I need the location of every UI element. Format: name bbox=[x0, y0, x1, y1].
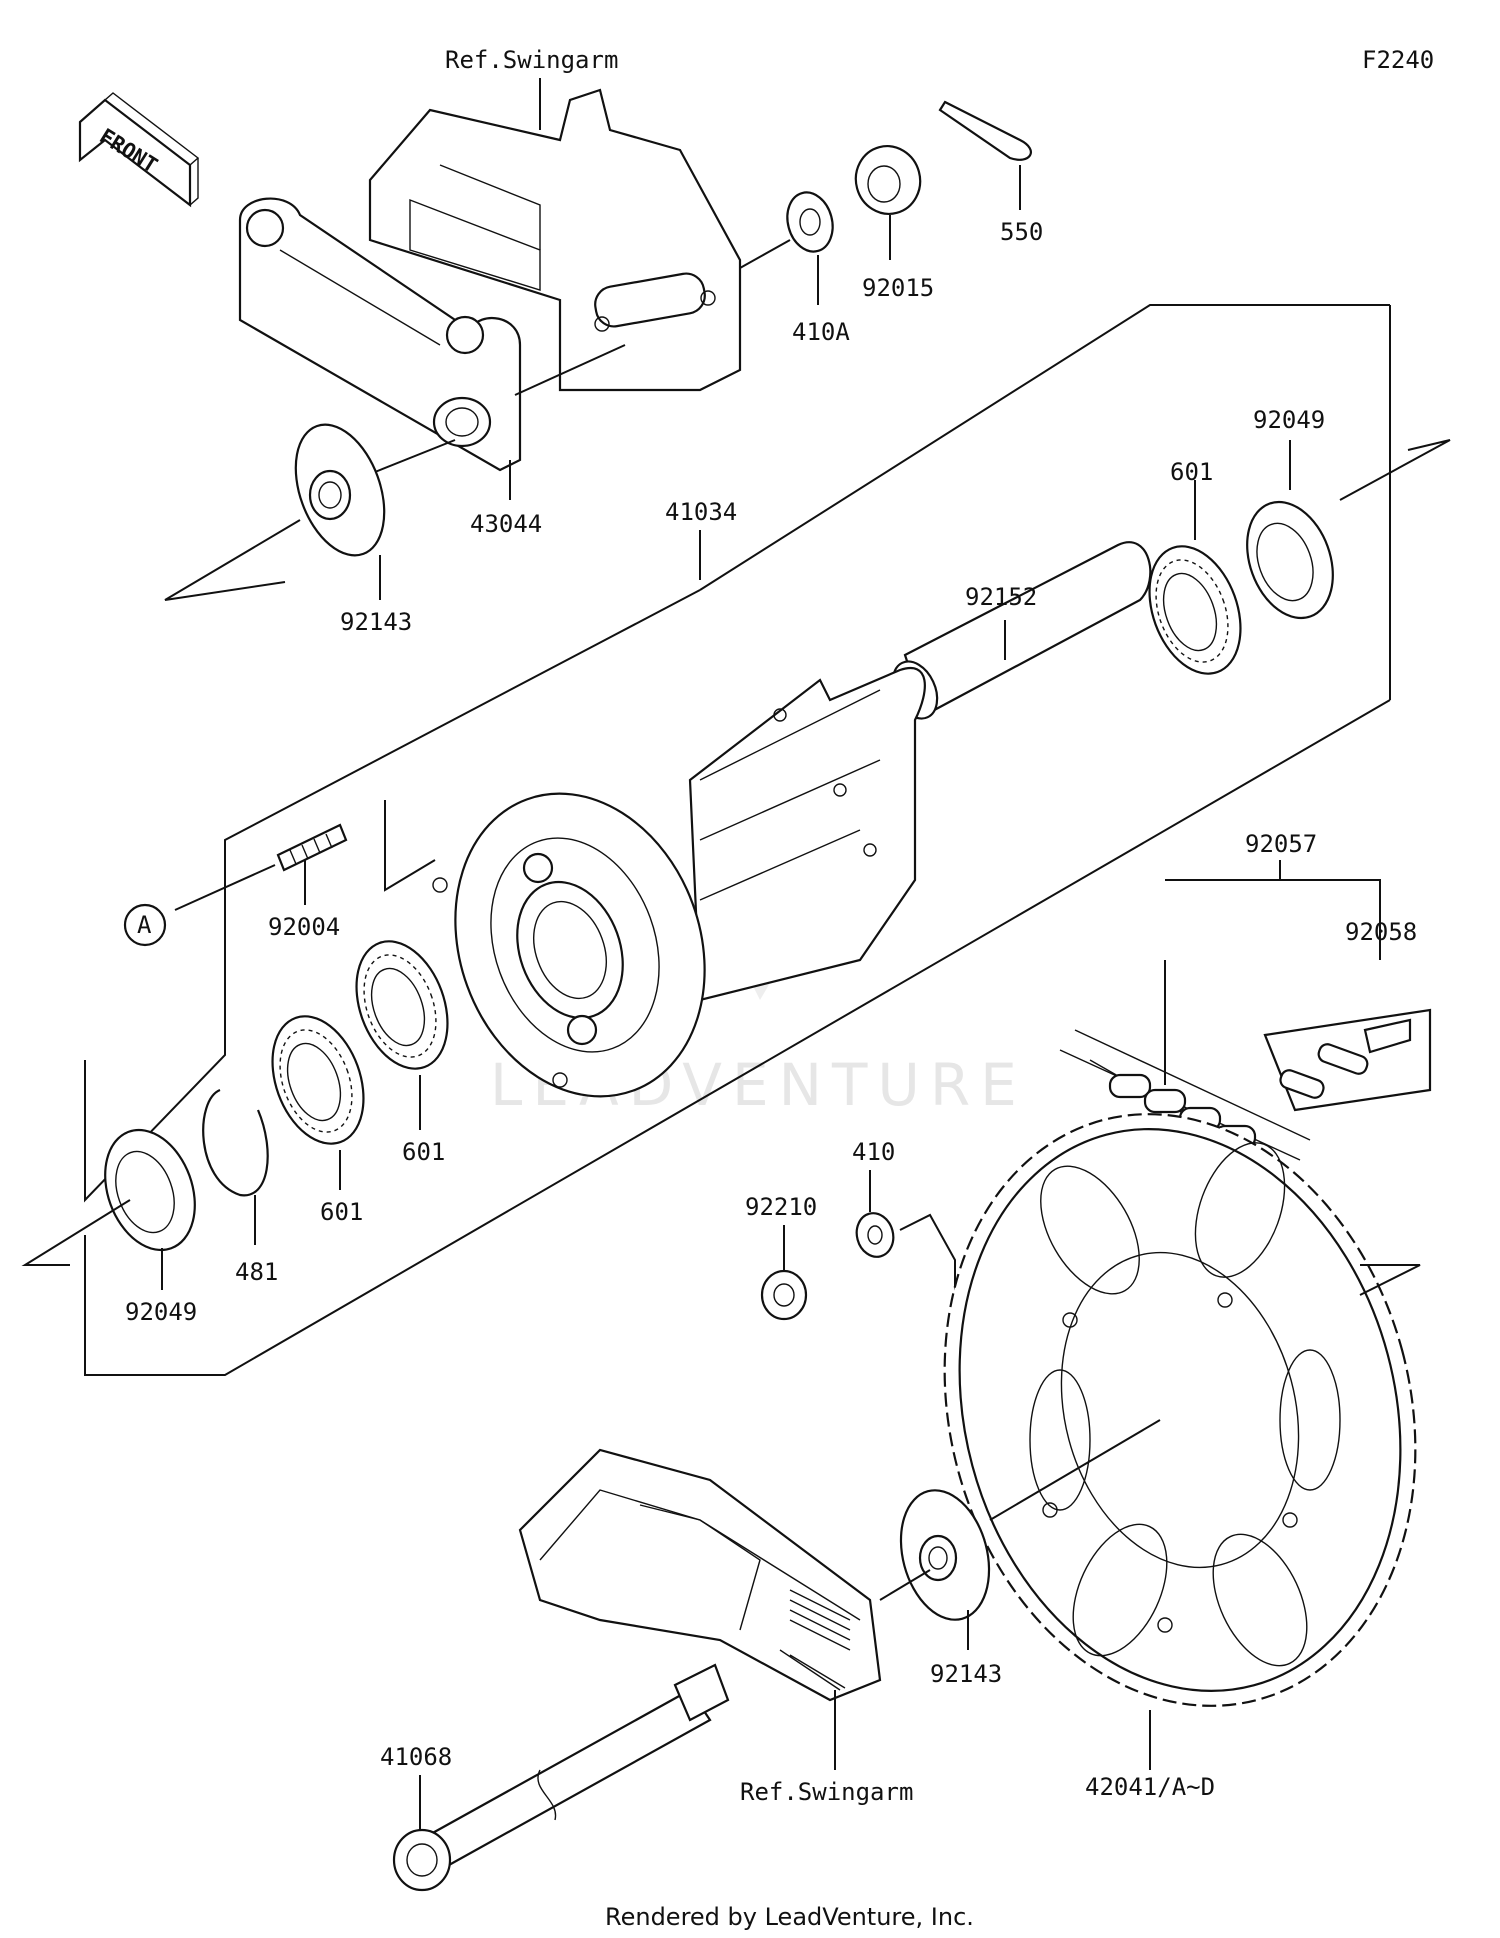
figure-code: F2240 bbox=[1362, 46, 1434, 74]
label-92143-top: 92143 bbox=[340, 608, 412, 636]
label-410A: 410A bbox=[792, 318, 850, 346]
label-41068: 41068 bbox=[380, 1743, 452, 1771]
label-92049-top: 92049 bbox=[1253, 406, 1325, 434]
rear-sprocket-42041 bbox=[943, 1113, 1417, 1707]
label-41034: 41034 bbox=[665, 498, 737, 526]
seal-92049-low bbox=[104, 1128, 196, 1252]
cotter-pin-550 bbox=[938, 100, 1032, 161]
stud-92004 bbox=[276, 823, 348, 872]
marker-a-upper-letter: A bbox=[137, 911, 152, 939]
label-601-mid: 601 bbox=[402, 1138, 445, 1166]
label-92004: 92004 bbox=[268, 913, 340, 941]
circlip-481 bbox=[202, 1088, 269, 1197]
label-92049-low: 92049 bbox=[125, 1298, 197, 1326]
label-92015: 92015 bbox=[862, 274, 934, 302]
reference-marker-a-upper: A bbox=[123, 903, 167, 947]
washer-410 bbox=[855, 1212, 895, 1258]
label-92057: 92057 bbox=[1245, 830, 1317, 858]
bearing-601-low bbox=[271, 1015, 365, 1145]
label-601-top: 601 bbox=[1170, 458, 1213, 486]
seal-92049-top bbox=[1246, 500, 1334, 620]
washer-410A bbox=[786, 191, 834, 253]
nut-92015 bbox=[854, 145, 922, 215]
nut-92210 bbox=[760, 1269, 808, 1321]
master-link-92058 bbox=[1263, 1008, 1432, 1112]
footer-credit: Rendered by LeadVenture, Inc. bbox=[605, 1903, 974, 1931]
label-92058: 92058 bbox=[1345, 918, 1417, 946]
bearing-601-mid bbox=[355, 940, 449, 1070]
label-481: 481 bbox=[235, 1258, 278, 1286]
front-arrow-badge: FRONT bbox=[78, 92, 200, 208]
label-550: 550 bbox=[1000, 218, 1043, 246]
hub-assembly-outline bbox=[84, 304, 1391, 1376]
label-410: 410 bbox=[852, 1138, 895, 1166]
swingarm-upper bbox=[368, 88, 742, 392]
label-92152: 92152 bbox=[965, 583, 1037, 611]
rear-hub-41034 bbox=[432, 667, 926, 1098]
label-ref-swingarm-bottom: Ref.Swingarm bbox=[740, 1778, 913, 1806]
swingarm-lower bbox=[518, 1448, 882, 1702]
label-42041: 42041/A~D bbox=[1085, 1773, 1215, 1801]
label-92143-low: 92143 bbox=[930, 1660, 1002, 1688]
axle-41068 bbox=[392, 1663, 730, 1892]
bearing-601-top bbox=[1148, 545, 1242, 675]
label-601-low: 601 bbox=[320, 1198, 363, 1226]
collar-92143-top bbox=[294, 423, 386, 557]
label-ref-swingarm-top: Ref.Swingarm bbox=[445, 46, 618, 74]
chain-adjuster-43044 bbox=[238, 197, 522, 472]
collar-92143-low bbox=[899, 1489, 991, 1621]
label-92210: 92210 bbox=[745, 1193, 817, 1221]
label-43044: 43044 bbox=[470, 510, 542, 538]
